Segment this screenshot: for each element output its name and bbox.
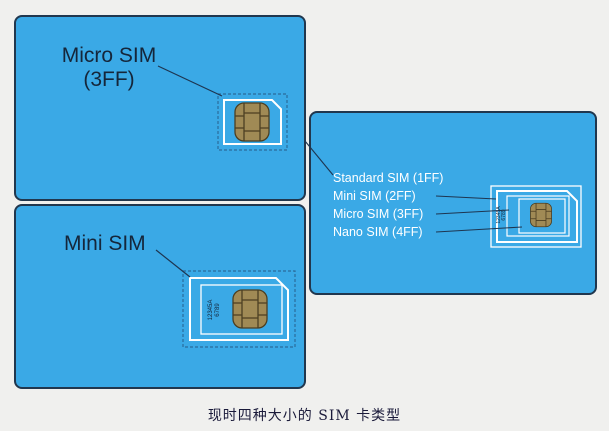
label-nano-sim: Nano SIM (4FF) — [333, 225, 423, 239]
figure-caption: 现时四种大小的 SIM 卡类型 — [207, 408, 402, 424]
mini-sim-card-print: 12345A — [208, 300, 214, 321]
micro-sim-chip-icon — [234, 102, 270, 142]
label-mini-sim: Mini SIM (2FF) — [333, 189, 416, 203]
micro-sim-card-icon — [217, 93, 288, 151]
label-standard-sim: Standard SIM (1FF) — [333, 171, 444, 185]
micro-sim-size-leader-line — [435, 209, 510, 215]
nano-sim-size-leader-line — [435, 226, 523, 233]
mini-sim-leader-line — [155, 249, 191, 278]
nested-sim-cards-icon: 12345A 6789 — [490, 185, 582, 248]
mini-sim-size-leader-line — [435, 195, 497, 200]
nested-sim-card-print-2: 6789 — [501, 209, 507, 220]
nested-sim-card-print: 12345A — [496, 206, 502, 224]
micro-sim-title-line2: (3FF) — [83, 68, 135, 91]
mini-sim-chip-icon — [232, 289, 268, 329]
micro-sim-title-line1: Micro SIM — [61, 44, 157, 67]
label-micro-sim: Micro SIM (3FF) — [333, 207, 424, 221]
panel-connector-line — [304, 140, 334, 176]
nested-sim-chip-icon — [530, 202, 552, 228]
mini-sim-title: Mini SIM — [64, 232, 146, 255]
sim-sizes-panel — [309, 111, 597, 295]
mini-sim-card-print-2: 6789 — [215, 303, 221, 317]
micro-sim-leader-line — [157, 65, 223, 97]
micro-sim-title: Micro SIM (3FF) — [48, 44, 170, 92]
mini-sim-card-icon: 12345A 6789 — [182, 270, 296, 348]
